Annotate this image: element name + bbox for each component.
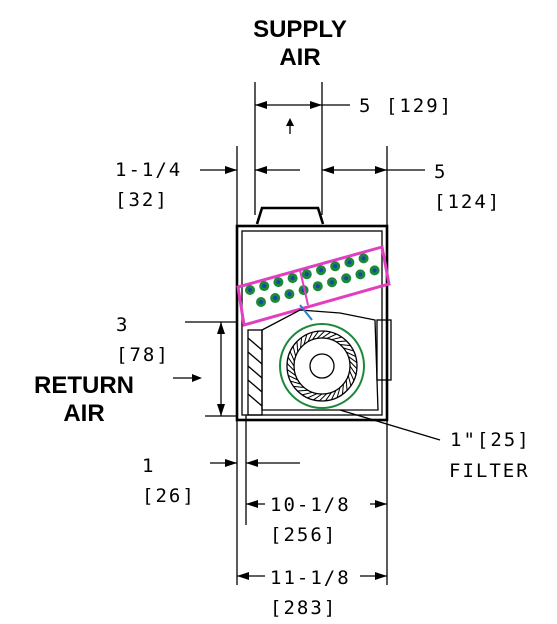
supply-width-dimension: 5 [129] (359, 95, 453, 117)
filter-label-line1: 1"[25] (450, 429, 531, 451)
filter-label-line2: FILTER (449, 460, 530, 482)
coil-tube-core (333, 264, 338, 269)
return-height-dimension-metric: [78] (116, 344, 170, 366)
blower-blade (312, 330, 319, 340)
blower-blade (300, 337, 303, 349)
blower-blade (307, 393, 318, 399)
top-offset-dimension-lines (200, 146, 425, 225)
supply-air-label-line1: SUPPLY (253, 16, 347, 43)
filter-element (247, 329, 441, 441)
coil-tube-core (372, 268, 377, 273)
blower-blade (335, 340, 347, 343)
depth-outer-dimension-imperial: 11-1/8 (270, 567, 351, 589)
blower-blade (349, 360, 358, 369)
blower-blade (303, 334, 308, 345)
coil-tube-core (358, 272, 363, 277)
cooling-coil (236, 245, 391, 327)
blower-blade (336, 387, 341, 398)
blower-blade (313, 393, 323, 401)
blower-blade (341, 383, 344, 395)
blower-blade (292, 346, 297, 357)
blower-blade (347, 375, 352, 386)
blower-blade (343, 347, 354, 352)
blower-blade (325, 392, 332, 402)
return-height-dimension-imperial: 3 (116, 314, 129, 336)
return-air-label-line2: AIR (63, 400, 104, 427)
left-offset-dimension-metric: [32] (115, 189, 169, 211)
supply-width-dimension-lines (254, 82, 350, 215)
coil-tube-core (248, 288, 252, 292)
coil-tube-core (344, 276, 349, 281)
blower-blade (346, 351, 356, 357)
blower-blade (348, 356, 358, 363)
blower-blade (316, 330, 325, 339)
blower-blade (331, 336, 342, 341)
coil-tube-core (287, 292, 292, 297)
coil-tube-core (330, 280, 334, 285)
left-offset-dimension-imperial: 1-1/4 (115, 159, 182, 181)
blower-blade (302, 391, 313, 396)
blower-blade (319, 393, 328, 402)
blower-blade (288, 375, 298, 381)
filter-offset-dimension-imperial: 1 (142, 455, 155, 477)
depth-inner-dimension-metric: [256] (270, 524, 337, 546)
blower-blade (290, 380, 301, 385)
depth-inner-dimension-imperial: 10-1/8 (270, 494, 351, 516)
coil-tube-core (259, 300, 263, 304)
coil-tube-core (262, 284, 267, 289)
unit-cabinet (235, 206, 392, 585)
right-offset-dimension-imperial: 5 (434, 161, 447, 183)
blower-blade (331, 390, 337, 400)
coil-tube-core (315, 284, 320, 289)
depth-outer-dimension-metric: [283] (270, 597, 337, 619)
blower-blade (287, 357, 295, 367)
return-air-label-line1: RETURN (34, 372, 134, 399)
blower-blade (307, 332, 313, 342)
blower-blade (349, 365, 357, 375)
coil-tube-core (361, 256, 366, 261)
blower-blade (326, 333, 337, 339)
blower-blade (339, 344, 351, 347)
blower-blade (286, 369, 296, 376)
coil-tube-core (276, 280, 281, 285)
filter-offset-dimension-lines (210, 415, 300, 525)
coil-tube-core (273, 296, 278, 301)
supply-air-label-line2: AIR (279, 44, 320, 71)
blower-blade (345, 379, 348, 391)
blower-blade (321, 331, 331, 339)
blower-blade (296, 341, 299, 353)
coil-tube-core (347, 260, 352, 265)
coil-tube-core (304, 272, 309, 277)
blower-blade (297, 389, 309, 392)
depth-dimension-lines (237, 500, 387, 580)
blower-assembly (261, 304, 379, 411)
blower-blade (293, 385, 305, 388)
coil-tube-core (319, 268, 323, 273)
right-offset-dimension-metric: [124] (434, 191, 501, 213)
filter-offset-dimension-metric: [26] (142, 485, 196, 507)
return-height-dimension-lines (173, 321, 237, 417)
blower-blade (286, 363, 295, 372)
blower-blade (289, 351, 295, 362)
coil-tube-core (290, 276, 295, 281)
blower-blade (349, 370, 355, 381)
